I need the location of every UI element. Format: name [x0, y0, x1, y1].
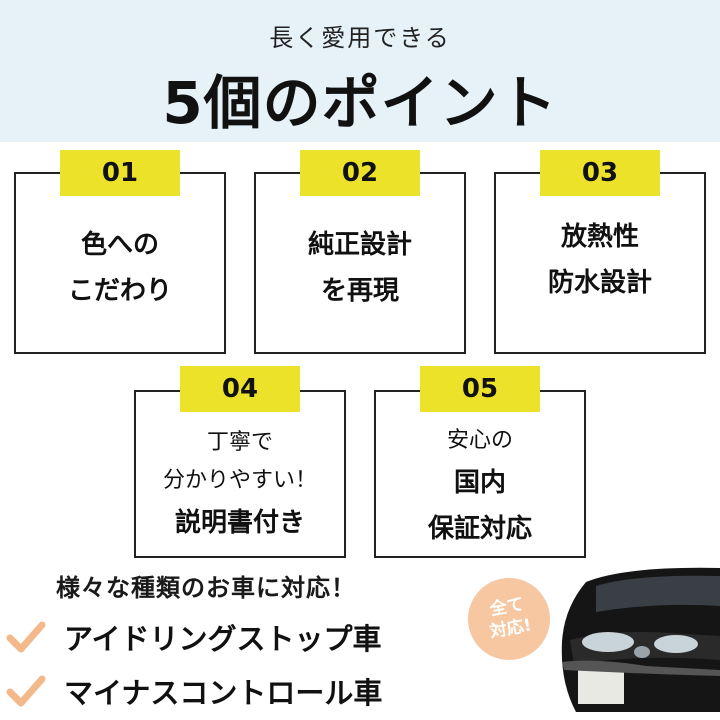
- compatibility-item: マイナスコントロール車: [6, 670, 382, 712]
- header-banner: 長く愛用できる 5個のポイント: [0, 0, 720, 142]
- point-05-line-2: 保証対応: [427, 514, 532, 544]
- point-05-line-1: 国内: [453, 468, 506, 498]
- point-card-04: 丁寧で 分かりやすい！ 説明書付き: [134, 390, 346, 558]
- car-image: [561, 567, 720, 712]
- compatibility-item-label: アイドリングストップ車: [64, 622, 382, 656]
- point-card-05: 安心の 国内 保証対応: [374, 390, 586, 558]
- point-text-02: 純正設計 を再現: [256, 222, 464, 314]
- point-card-01: 色への こだわり: [14, 172, 226, 354]
- point-text-03: 放熱性 防水設計: [496, 214, 704, 306]
- point-text-04: 丁寧で 分かりやすい！ 説明書付き: [136, 424, 344, 546]
- point-text-05: 安心の 国内 保証対応: [376, 422, 584, 552]
- point-card-03: 放熱性 防水設計: [494, 172, 706, 354]
- point-04-light-line-1: 丁寧で: [206, 430, 273, 455]
- point-badge-03: 03: [540, 150, 660, 196]
- point-card-02: 純正設計 を再現: [254, 172, 466, 354]
- point-04-line-1: 説明書付き: [174, 508, 305, 538]
- point-badge-04: 04: [180, 366, 300, 412]
- point-01-line-1: 色への: [80, 230, 159, 260]
- point-text-01: 色への こだわり: [16, 222, 224, 314]
- check-icon: [6, 621, 46, 653]
- point-04-light-line-2: 分かりやすい！: [162, 468, 317, 493]
- point-badge-05: 05: [420, 366, 540, 412]
- point-badge-02: 02: [300, 150, 420, 196]
- point-03-line-2: 防水設計: [547, 268, 652, 298]
- point-05-light-line-1: 安心の: [446, 428, 513, 453]
- header-subtitle: 長く愛用できる: [269, 24, 451, 52]
- point-02-line-1: 純正設計: [307, 230, 412, 260]
- compatibility-heading: 様々な種類のお車に対応！: [56, 574, 356, 602]
- point-03-line-1: 放熱性: [560, 222, 639, 252]
- point-02-line-2: を再現: [320, 276, 399, 306]
- compatibility-item-label: マイナスコントロール車: [64, 676, 383, 710]
- point-01-line-2: こだわり: [67, 276, 172, 306]
- header-title: 5個のポイント: [162, 69, 558, 137]
- all-compatible-stamp: 全て 対応!: [461, 571, 557, 667]
- compatibility-item: アイドリングストップ車: [6, 616, 382, 658]
- point-badge-01: 01: [60, 150, 180, 196]
- check-icon: [6, 675, 46, 707]
